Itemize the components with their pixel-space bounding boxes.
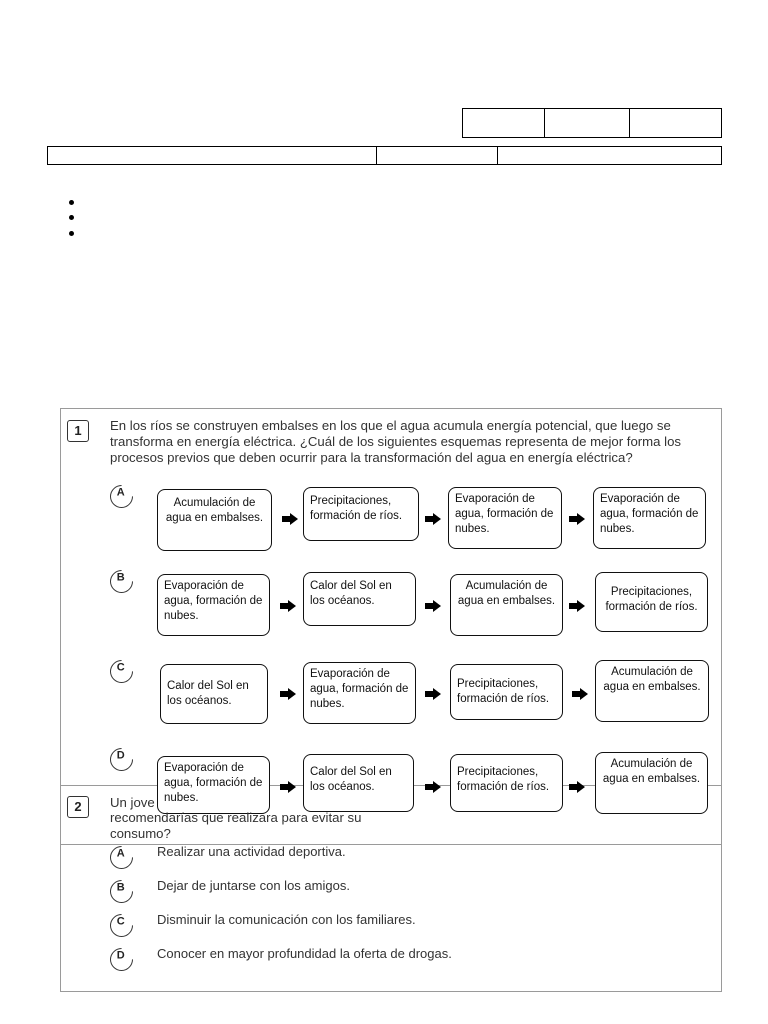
flow-step: Calor del Sol en los océanos. — [303, 572, 416, 626]
date-field-cell — [497, 146, 722, 165]
arrow-right-icon — [569, 600, 585, 612]
flow-step: Calor del Sol en los océanos. — [303, 754, 414, 812]
flow-step: Evaporación de agua, formación de nubes. — [303, 662, 416, 724]
arrow-right-icon — [280, 688, 296, 700]
header-cell-3 — [629, 108, 722, 138]
arrow-right-icon — [280, 600, 296, 612]
bullet-point — [69, 215, 74, 220]
arrow-right-icon — [425, 688, 441, 700]
flow-step: Precipitaciones, formación de ríos. — [450, 664, 563, 720]
q2-option-a-text[interactable]: Realizar una actividad deportiva. — [157, 844, 346, 859]
flow-step: Precipitaciones, formación de ríos. — [303, 487, 419, 541]
bullet-point — [69, 200, 74, 205]
arrow-right-icon — [282, 513, 298, 525]
course-field-cell — [376, 146, 498, 165]
flow-step: Evaporación de agua, formación de nubes. — [157, 756, 270, 814]
question-1-number: 1 — [67, 420, 89, 442]
q2-option-c-text[interactable]: Disminuir la comunicación con los famili… — [157, 912, 416, 927]
header-cell-1 — [462, 108, 545, 138]
arrow-right-icon — [569, 513, 585, 525]
q2-option-d-text[interactable]: Conocer en mayor profundidad la oferta d… — [157, 946, 452, 961]
question-1-text: En los ríos se construyen embalses en lo… — [110, 418, 682, 465]
arrow-right-icon — [425, 513, 441, 525]
flow-step: Evaporación de agua, formación de nubes. — [593, 487, 706, 549]
flow-step: Acumulación de agua en embalses. — [157, 489, 272, 551]
arrow-right-icon — [425, 781, 441, 793]
flow-step: Acumulación de agua en embalses. — [450, 574, 563, 636]
flow-step: Calor del Sol en los océanos. — [160, 664, 268, 724]
question-2-text-line-1: Un jove — [110, 795, 155, 810]
name-field-cell — [47, 146, 377, 165]
bullet-point — [69, 231, 74, 236]
arrow-right-icon — [425, 600, 441, 612]
flow-step: Acumulación de agua en embalses. — [595, 752, 708, 814]
arrow-right-icon — [280, 781, 296, 793]
q2-option-b-text[interactable]: Dejar de juntarse con los amigos. — [157, 878, 350, 893]
flow-step: Evaporación de agua, formación de nubes. — [448, 487, 562, 549]
flow-step: Evaporación de agua, formación de nubes. — [157, 574, 270, 636]
arrow-right-icon — [572, 688, 588, 700]
flow-step: Precipitaciones, formación de ríos. — [450, 754, 563, 812]
flow-step: Acumulación de agua en embalses. — [595, 660, 709, 722]
question-2-number: 2 — [67, 796, 89, 818]
arrow-right-icon — [569, 781, 585, 793]
flow-step: Precipitaciones, formación de ríos. — [595, 572, 708, 632]
question-1-frame — [60, 408, 722, 845]
question-2-text-line-2: recomendarías que realizara para evitar … — [110, 810, 362, 841]
header-cell-2 — [544, 108, 630, 138]
